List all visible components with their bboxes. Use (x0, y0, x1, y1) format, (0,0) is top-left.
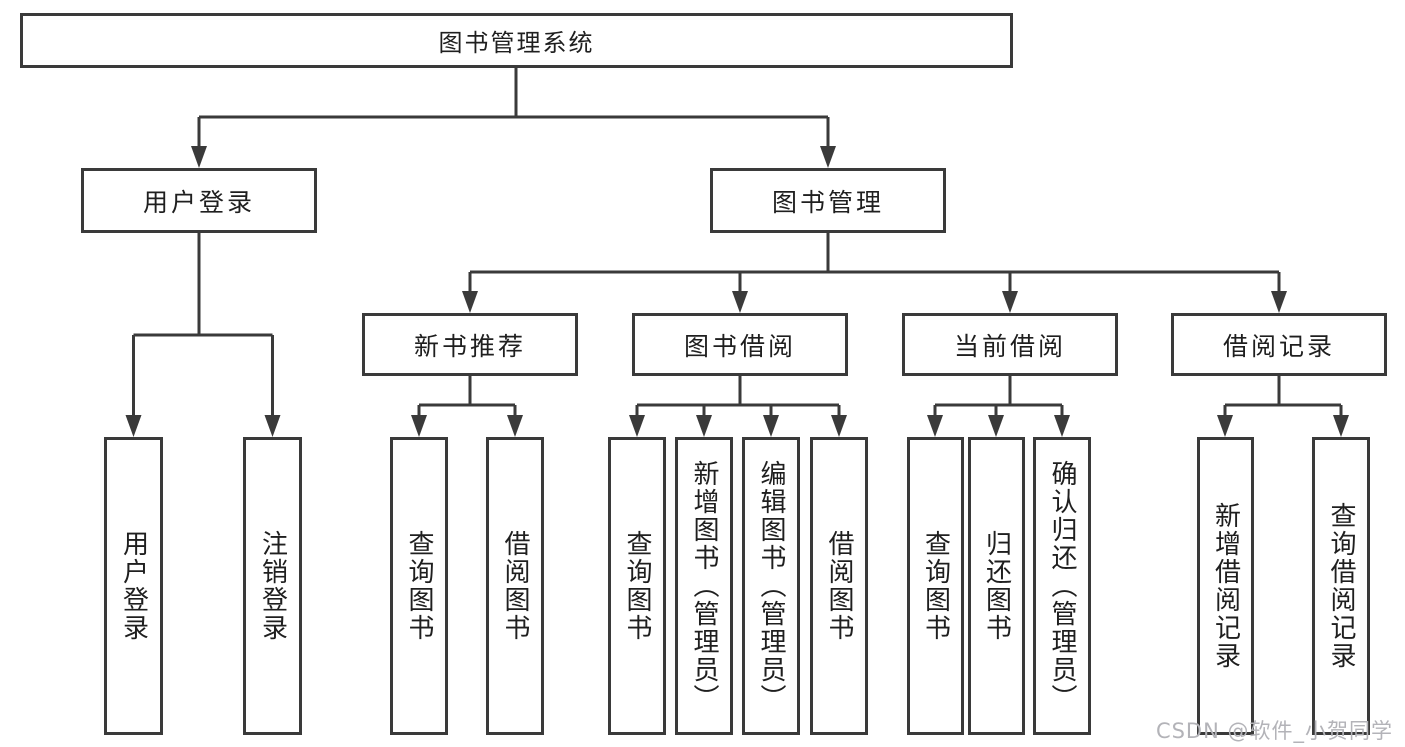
leaf-newbook-borrow-books: 借阅图书 (486, 437, 544, 735)
arrow-user-login (191, 146, 207, 168)
leaf-newbook-query-books: 查询图书 (390, 437, 448, 735)
leaf-query-borrow-record: 查询借阅记录 (1312, 437, 1370, 735)
node-label: 借阅记录 (1222, 331, 1335, 361)
node-user-login-module: 用户登录 (81, 168, 317, 233)
node-label: 用户登录 (142, 187, 255, 217)
leaf-label: 注销登录 (257, 530, 288, 642)
arrow-leaf-login (125, 415, 142, 437)
arrow-borrowmod-leaf3 (763, 415, 779, 437)
node-label: 当前借阅 (953, 331, 1066, 361)
arrow-leaf-logout (264, 415, 281, 437)
arrow-borrowmod-leaf4 (831, 415, 847, 437)
arrow-borrowmod-leaf2 (696, 415, 712, 437)
node-book-management-module: 图书管理 (710, 168, 946, 233)
leaf-label: 借阅图书 (824, 530, 854, 642)
arrow-book-mgmt (820, 146, 836, 168)
leaf-borrowmod-borrow-books: 借阅图书 (810, 437, 868, 735)
leaf-label: 查询借阅记录 (1326, 502, 1356, 670)
arrow-newbook-leaf2 (507, 415, 523, 437)
leaf-add-borrow-record: 新增借阅记录 (1197, 437, 1254, 735)
leaf-label: 确认归还（管理员） (1047, 460, 1077, 712)
leaf-logout: 注销登录 (243, 437, 302, 735)
leaf-label: 归还图书 (981, 530, 1012, 642)
arrow-currentmod-leaf1 (927, 415, 943, 437)
node-borrowing-records: 借阅记录 (1171, 313, 1387, 376)
leaf-add-book-admin: 新增图书（管理员） (675, 437, 733, 735)
arrowheads (125, 146, 1349, 437)
arrow-currentmod (1002, 291, 1018, 313)
leaf-edit-book-admin: 编辑图书（管理员） (742, 437, 800, 735)
arrow-recordmod-leaf2 (1333, 415, 1349, 437)
arrow-currentmod-leaf2 (988, 415, 1004, 437)
node-label: 图书借阅 (683, 331, 796, 361)
leaf-label: 查询图书 (622, 530, 652, 642)
arrow-borrowmod (732, 291, 748, 313)
arrow-newbook (462, 291, 478, 313)
node-library-management-system: 图书管理系统 (20, 13, 1013, 68)
leaf-label: 新增图书（管理员） (689, 460, 719, 712)
leaf-label: 查询图书 (404, 530, 434, 642)
node-label: 图书管理 (771, 187, 884, 217)
leaf-label: 编辑图书（管理员） (756, 460, 786, 712)
arrow-borrowmod-leaf1 (629, 415, 645, 437)
node-book-borrowing: 图书借阅 (632, 313, 848, 376)
leaf-return-book: 归还图书 (968, 437, 1025, 735)
arrow-recordmod (1271, 291, 1287, 313)
leaf-user-login: 用户登录 (104, 437, 163, 735)
arrow-recordmod-leaf1 (1217, 415, 1233, 437)
arrow-currentmod-leaf3 (1054, 415, 1070, 437)
leaf-borrowmod-query-books: 查询图书 (608, 437, 666, 735)
node-new-book-recommendation: 新书推荐 (362, 313, 578, 376)
node-current-borrowing: 当前借阅 (902, 313, 1118, 376)
arrow-newbook-leaf1 (411, 415, 427, 437)
node-label: 图书管理系统 (438, 29, 595, 57)
leaf-label: 查询图书 (920, 530, 951, 642)
leaf-label: 用户登录 (118, 530, 149, 642)
leaf-confirm-return-admin: 确认归还（管理员） (1033, 437, 1091, 735)
leaf-label: 借阅图书 (500, 530, 530, 642)
leaf-label: 新增借阅记录 (1210, 502, 1241, 670)
node-label: 新书推荐 (413, 331, 526, 361)
leaf-currentmod-query-books: 查询图书 (907, 437, 964, 735)
